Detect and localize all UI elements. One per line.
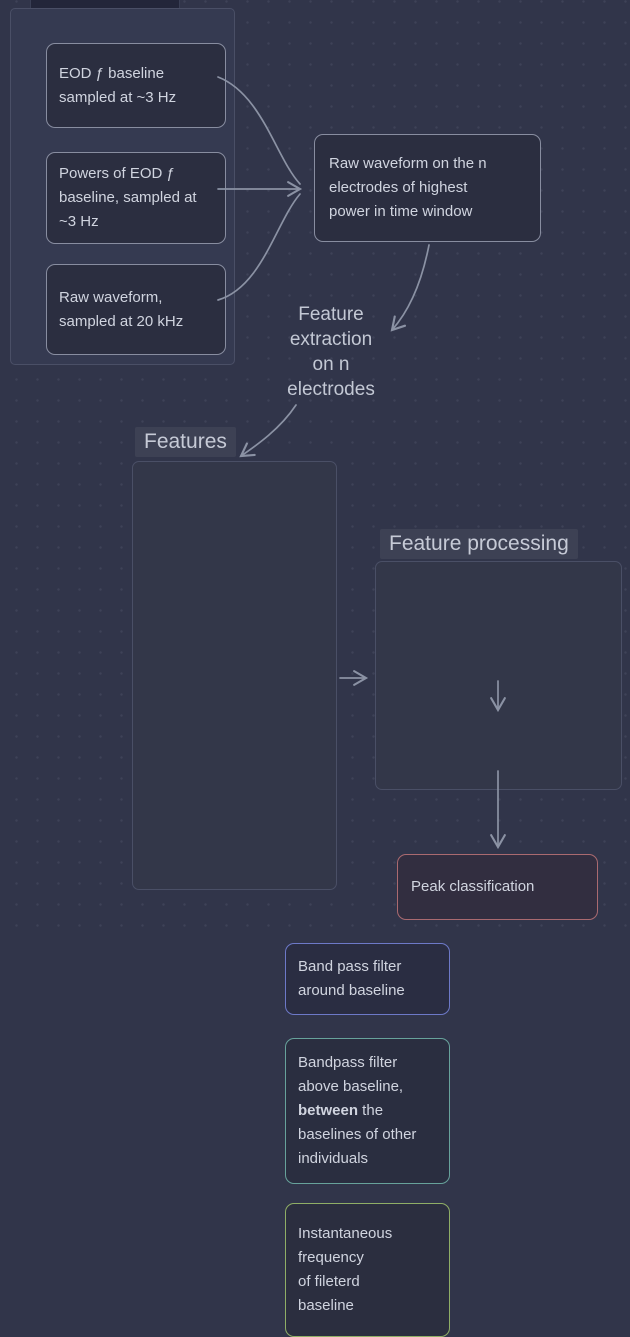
bold-between: between	[298, 1102, 359, 1119]
features-group[interactable]: Band pass filter around baseline Bandpas…	[132, 461, 450, 1337]
connector-eodf-to-raw[interactable]	[217, 76, 301, 185]
node-bandpass-around-baseline[interactable]: Band pass filter around baseline	[285, 943, 450, 1015]
node-eod-powers[interactable]: Powers of EOD ƒ baseline, sampled at ~3 …	[46, 152, 226, 244]
connector-raw20-to-raw[interactable]	[217, 193, 301, 301]
node-raw-waveform-20khz-text: Raw waveform, sampled at 20 kHz	[59, 288, 184, 330]
inputs-group[interactable]: EOD ƒ baseline sampled at ~3 Hz Powers o…	[10, 8, 235, 365]
connector-raw-to-extraction[interactable]	[390, 244, 430, 332]
node-bandpass-between-text: Bandpass filter above baseline, between …	[298, 1054, 417, 1167]
node-instantaneous-frequency-text: Instantaneous frequency of fileterd base…	[298, 1225, 393, 1314]
connector-extraction-to-features[interactable]	[239, 404, 297, 458]
node-peak-classification-text: Peak classification	[411, 878, 535, 895]
node-eodf-baseline[interactable]: EOD ƒ baseline sampled at ~3 Hz	[46, 43, 226, 128]
node-raw-waveform-electrodes[interactable]: Raw waveform on the n electrodes of high…	[314, 134, 541, 242]
node-peak-classification[interactable]: Peak classification	[397, 854, 598, 920]
node-raw-waveform-20khz[interactable]: Raw waveform, sampled at 20 kHz	[46, 264, 226, 355]
node-eodf-baseline-text: EOD ƒ baseline sampled at ~3 Hz	[59, 64, 177, 106]
node-raw-waveform-electrodes-text: Raw waveform on the n electrodes of high…	[329, 155, 487, 220]
feature-processing-group[interactable]: Feature transformation & scaling Peak de…	[375, 561, 622, 790]
feature-processing-section-label[interactable]: Feature processing	[380, 529, 578, 559]
connectors-layer	[217, 76, 506, 850]
node-instantaneous-frequency[interactable]: Instantaneous frequency of fileterd base…	[285, 1203, 450, 1337]
node-bandpass-around-baseline-text: Band pass filter around baseline	[298, 958, 405, 999]
features-section-label[interactable]: Features	[135, 427, 236, 457]
feature-extraction-label[interactable]: Feature extraction on n electrodes	[287, 304, 375, 400]
node-bandpass-between[interactable]: Bandpass filter above baseline, between …	[285, 1038, 450, 1184]
node-eod-powers-text: Powers of EOD ƒ baseline, sampled at ~3 …	[59, 165, 197, 230]
